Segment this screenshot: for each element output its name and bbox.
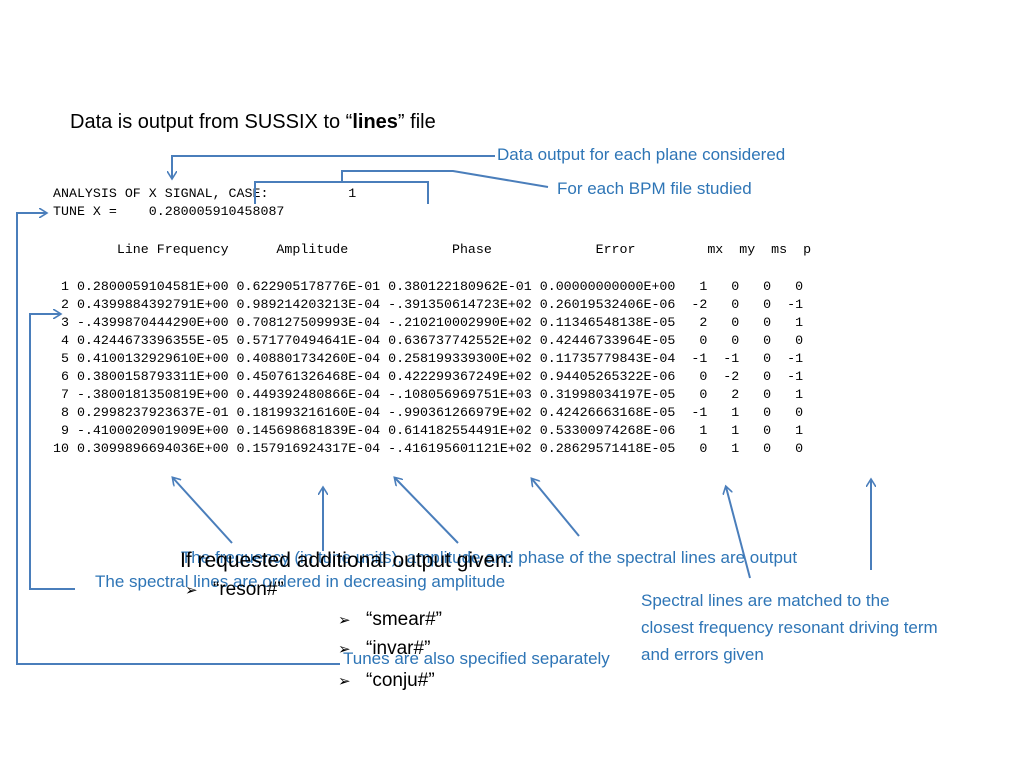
mx-arrow <box>726 487 751 579</box>
additional-item-reson: ➢“reson#” <box>185 579 284 600</box>
table-row: 9 -.4100020901909E+00 0.145698681839E-04… <box>53 423 804 438</box>
additional-item-conju: ➢“conju#” <box>338 670 435 691</box>
order-arrow <box>29 314 75 590</box>
table-row: 5 0.4100132929610E+00 0.408801734260E-04… <box>53 351 804 366</box>
slide-title: Data is output from SUSSIX to “lines” fi… <box>70 111 436 133</box>
tune-arrow <box>16 213 340 665</box>
analysis-line: ANALYSIS OF X SIGNAL, CASE: 1 <box>53 186 357 201</box>
case-bracket <box>254 181 429 204</box>
table-row: 6 0.3800158793311E+00 0.450761326468E-04… <box>53 369 804 384</box>
additional-item-smear: ➢“smear#” <box>338 609 443 630</box>
table-row: 10 0.3099896694036E+00 0.157916924317E-0… <box>53 441 804 456</box>
callout-bpm-file: For each BPM file studied <box>557 179 752 198</box>
bpm-arrow <box>341 170 549 188</box>
callout-tunes: Tunes are also specified separately <box>343 649 610 668</box>
spectral-lines-table: 1 0.2800059104581E+00 0.622905178776E-01… <box>53 278 803 458</box>
phase-arrow <box>395 478 459 544</box>
callout-frequency-amplitude-phase: The frequency (in tune units), amplitude… <box>180 548 798 567</box>
freq-arrow <box>173 478 233 544</box>
table-row: 1 0.2800059104581E+00 0.622905178776E-01… <box>53 279 804 294</box>
additional-item-invar: ➢“invar#” <box>338 638 431 659</box>
callout-plane: Data output for each plane considered <box>497 145 786 164</box>
additional-output-heading: If requested additional output given: <box>180 549 513 572</box>
table-row: 4 0.4244673396355E-05 0.571770494641E-04… <box>53 333 804 348</box>
callout-ordered: The spectral lines are ordered in decrea… <box>95 572 506 591</box>
table-header: Line Frequency Amplitude Phase Error mx … <box>53 242 812 257</box>
callout-matched: Spectral lines are matched to the closes… <box>641 591 938 664</box>
error-arrow <box>532 479 580 537</box>
table-row: 8 0.2998237923637E-01 0.181993216160E-04… <box>53 405 804 420</box>
table-row: 7 -.3800181350819E+00 0.449392480866E-04… <box>53 387 804 402</box>
table-row: 3 -.4399870444290E+00 0.708127509993E-04… <box>53 315 804 330</box>
tune-line: TUNE X = 0.280005910458087 <box>53 204 285 219</box>
table-row: 2 0.4399884392791E+00 0.989214203213E-04… <box>53 297 804 312</box>
plane-arrow <box>172 155 495 178</box>
